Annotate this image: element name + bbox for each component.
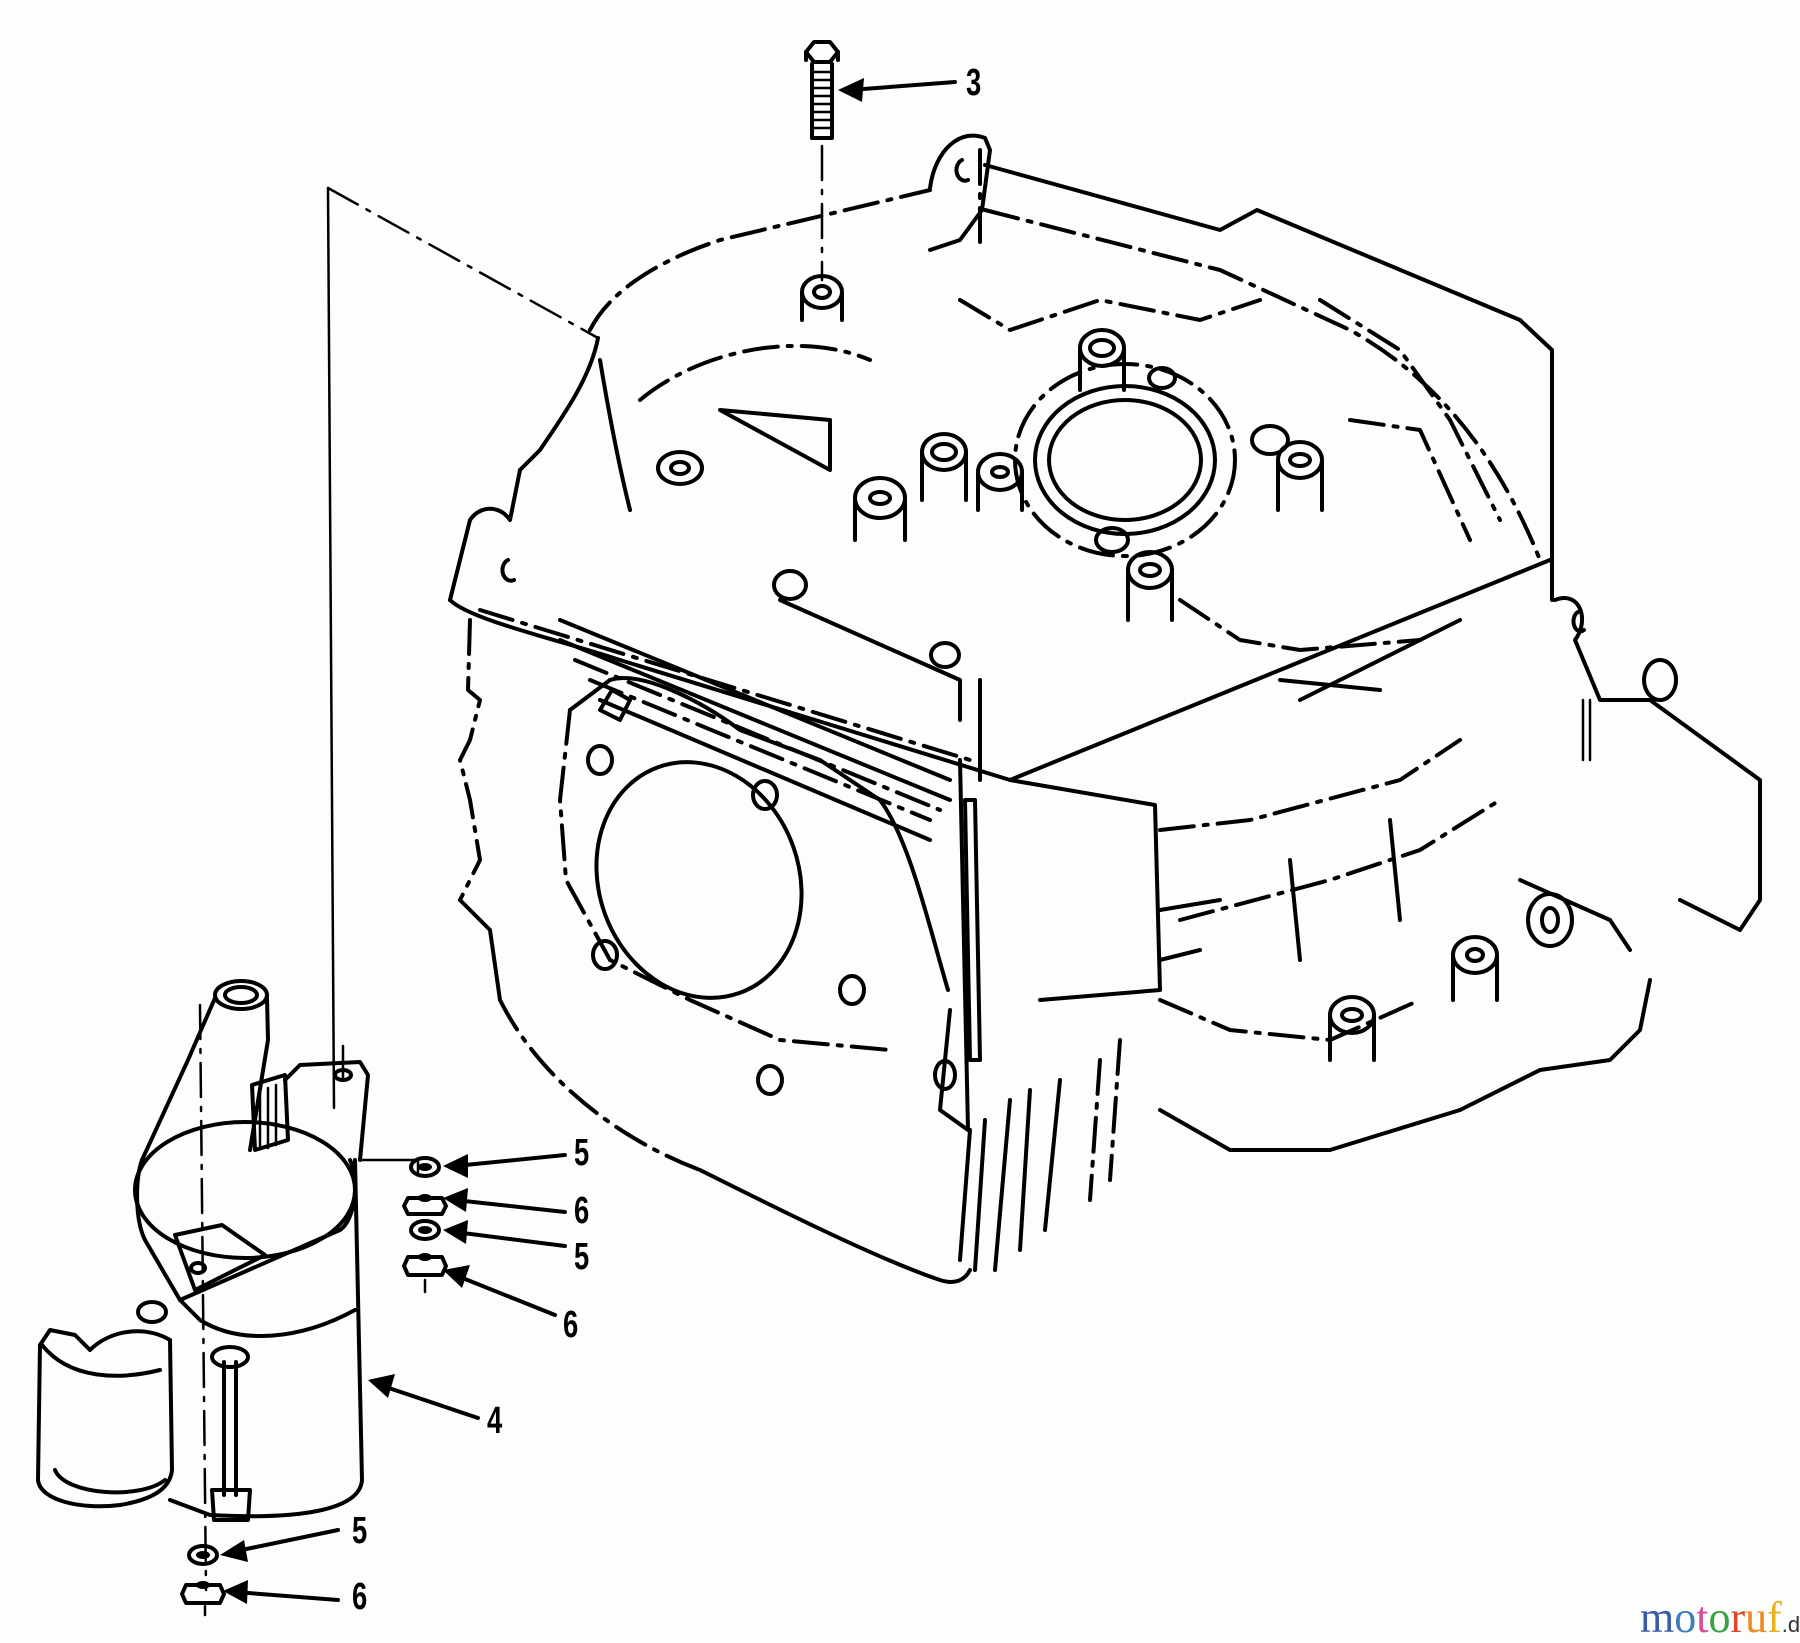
watermark-letter: u: [1745, 1593, 1768, 1642]
watermark-letter: r: [1730, 1593, 1746, 1642]
callout-label-4: 4: [487, 1400, 503, 1442]
watermark-letters: motoruf: [1640, 1593, 1782, 1642]
engine-crankcase: [326, 133, 1762, 1284]
callout-arrows-upper-stack: [443, 1153, 567, 1317]
callout-arrows-lower-stack: [220, 1528, 340, 1604]
watermark-letter: o: [1708, 1593, 1731, 1642]
callout-label-6: 6: [574, 1190, 590, 1232]
boss-bolt-hole: [800, 274, 844, 322]
callout-arrow-3: [838, 78, 957, 102]
callout-label-5: 5: [574, 1132, 590, 1174]
hardware-stack-upper: [402, 1156, 448, 1294]
hardware-stack-lower: [180, 1544, 226, 1617]
starter-motor-part-4: [36, 979, 370, 1592]
bolt-part-3: [804, 40, 840, 282]
watermark-suffix: .de: [1781, 1612, 1800, 1637]
watermark-letter: t: [1696, 1593, 1709, 1642]
head-bolt-holes: [586, 744, 866, 1096]
callout-label-5: 5: [574, 1236, 590, 1278]
watermark-letter: m: [1640, 1593, 1675, 1642]
watermark-letter: o: [1674, 1593, 1697, 1642]
callout-label-3: 3: [966, 62, 982, 104]
callout-label-6: 6: [352, 1576, 368, 1618]
callout-label-5: 5: [352, 1510, 368, 1552]
callout-label-6: 6: [563, 1304, 579, 1346]
callout-arrow-4: [368, 1374, 480, 1420]
motoruf-watermark-logo: motoruf.de: [1640, 1592, 1800, 1643]
watermark-letter: f: [1767, 1593, 1782, 1642]
